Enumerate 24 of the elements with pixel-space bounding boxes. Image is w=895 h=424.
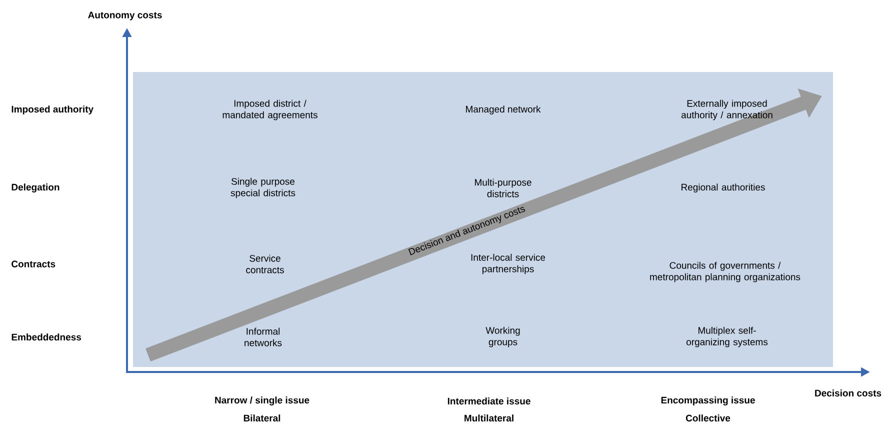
cell-text: Single purpose special districts xyxy=(230,178,296,198)
column-label: Bilateral xyxy=(244,414,280,422)
column-label: Collective xyxy=(686,414,730,422)
row-label: Embeddedness xyxy=(12,334,82,340)
column-label: Narrow / single issue xyxy=(215,396,310,406)
cell-text: Councils of governments / metropolitan planning organizations xyxy=(650,262,800,282)
cell-text: Multiplex self-organizing systems xyxy=(686,326,768,348)
cell-text: Working groups xyxy=(486,326,520,348)
cell-text: Service contracts xyxy=(246,254,284,274)
row-label: Contracts xyxy=(12,260,56,268)
cell-text: Managed network xyxy=(466,106,541,114)
axis-label: Decision costs xyxy=(815,390,882,396)
cell-text: Imposed district / mandated agreements xyxy=(222,100,318,120)
row-label: Delegation xyxy=(12,184,60,192)
column-label: Multilateral xyxy=(464,414,514,422)
cell-text: Inter-local service partnerships xyxy=(471,254,546,274)
column-label: Encompassing issue xyxy=(661,396,755,406)
cell-text: Regional authorities xyxy=(682,184,765,192)
cell-text: Informal networks xyxy=(244,328,282,346)
column-label: Intermediate issue xyxy=(448,398,530,404)
cell-text: Externally imposed authority / annexation xyxy=(681,100,772,120)
cell-text: Multi-purpose districts xyxy=(475,178,532,198)
axis-label: Autonomy costs xyxy=(88,12,162,20)
row-label: Imposed authority xyxy=(12,106,94,114)
